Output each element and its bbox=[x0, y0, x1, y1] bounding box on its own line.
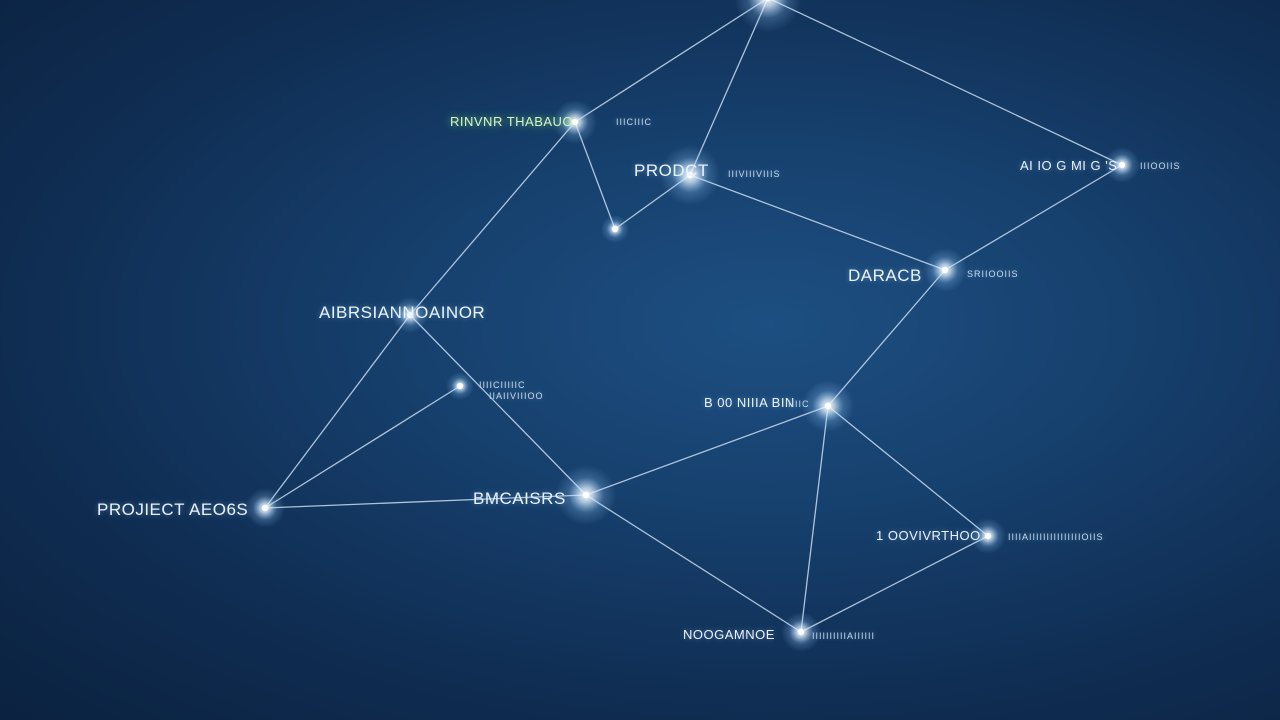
edges-layer bbox=[264, 0, 1123, 633]
node-label-n5: DARACB bbox=[848, 266, 922, 285]
node-dot bbox=[611, 225, 619, 233]
node-sublabel-n4: IIIOOIIS bbox=[1140, 161, 1181, 171]
edge-n8-n11 bbox=[827, 405, 989, 537]
edge-n10-n12 bbox=[585, 494, 802, 633]
node-sublabel2-n7: IIAIIVIIIOO bbox=[489, 391, 544, 401]
node-dot bbox=[261, 504, 269, 512]
node-dot bbox=[797, 628, 805, 636]
node-n2 bbox=[601, 215, 629, 243]
node-n5 bbox=[923, 248, 967, 292]
node-label-n6: AIBRSIANNOAINOR bbox=[319, 303, 486, 322]
node-n11 bbox=[970, 518, 1006, 554]
edge-top-n4 bbox=[770, 0, 1123, 166]
node-sublabel-n1: IIICIIIC bbox=[616, 117, 653, 127]
node-sublabel-n11: IIIIAIIIIIIIIIIIIIIIOIIS bbox=[1008, 532, 1104, 542]
node-dot bbox=[1118, 161, 1126, 169]
node-label-n11: 1 OOVIVRTHOO bbox=[876, 528, 981, 543]
node-sublabel-n12: IIIIIIIIIIAIIIIII bbox=[812, 631, 876, 641]
edge-top-n1 bbox=[574, 0, 767, 123]
edge-n4-n5 bbox=[944, 164, 1123, 271]
node-sublabel-n7: IIIICIIIIIC bbox=[479, 380, 526, 390]
node-n4 bbox=[1104, 147, 1140, 183]
node-dot bbox=[582, 491, 590, 499]
edge-n6-n10 bbox=[409, 314, 587, 496]
node-dot bbox=[824, 402, 832, 410]
edge-n10-n8 bbox=[585, 405, 829, 496]
node-label-n8: B 00 NIIIA BIN bbox=[704, 395, 795, 410]
node-top bbox=[734, 0, 802, 32]
edge-n1-n6 bbox=[409, 121, 576, 316]
node-dot bbox=[686, 171, 694, 179]
node-dot bbox=[941, 266, 949, 274]
nodes-layer bbox=[245, 0, 1140, 652]
edge-n11-n12 bbox=[800, 535, 989, 633]
node-n7 bbox=[446, 372, 474, 400]
node-dot bbox=[456, 382, 464, 390]
node-sublabel-n3: IIIVIIIVIIIS bbox=[728, 169, 781, 179]
edge-n6-n9 bbox=[264, 314, 411, 509]
node-dot bbox=[406, 311, 414, 319]
node-dot bbox=[984, 532, 992, 540]
edge-n7-n9 bbox=[264, 385, 461, 509]
node-dot bbox=[765, 0, 771, 2]
edge-n3-n5 bbox=[689, 174, 946, 271]
node-label-n3: PRODCT bbox=[634, 161, 709, 180]
node-n3 bbox=[660, 145, 720, 205]
node-sublabel-n8: IIIIC bbox=[788, 399, 810, 409]
node-label-n10: BMCAISRS bbox=[473, 489, 566, 508]
node-dot bbox=[571, 118, 579, 126]
node-label-n9: PROJIECT AEO6S bbox=[97, 500, 249, 519]
node-n9 bbox=[245, 488, 285, 528]
node-glow bbox=[734, 0, 802, 32]
node-label-n12: NOOGAMNOE bbox=[683, 627, 775, 642]
node-n6 bbox=[392, 297, 428, 333]
node-n8 bbox=[802, 380, 854, 432]
node-label-n1: RINVNR THABAUO bbox=[450, 114, 574, 129]
node-label-n4: AI IO G MI G 'S bbox=[1020, 158, 1118, 173]
edge-n8-n12 bbox=[800, 405, 829, 633]
node-n1 bbox=[553, 100, 597, 144]
node-sublabel-n5: SRIIOOIIS bbox=[967, 269, 1019, 279]
node-n10 bbox=[556, 465, 616, 525]
node-n12 bbox=[781, 612, 821, 652]
edge-n9-n10 bbox=[264, 494, 587, 509]
edge-n5-n8 bbox=[827, 269, 946, 407]
